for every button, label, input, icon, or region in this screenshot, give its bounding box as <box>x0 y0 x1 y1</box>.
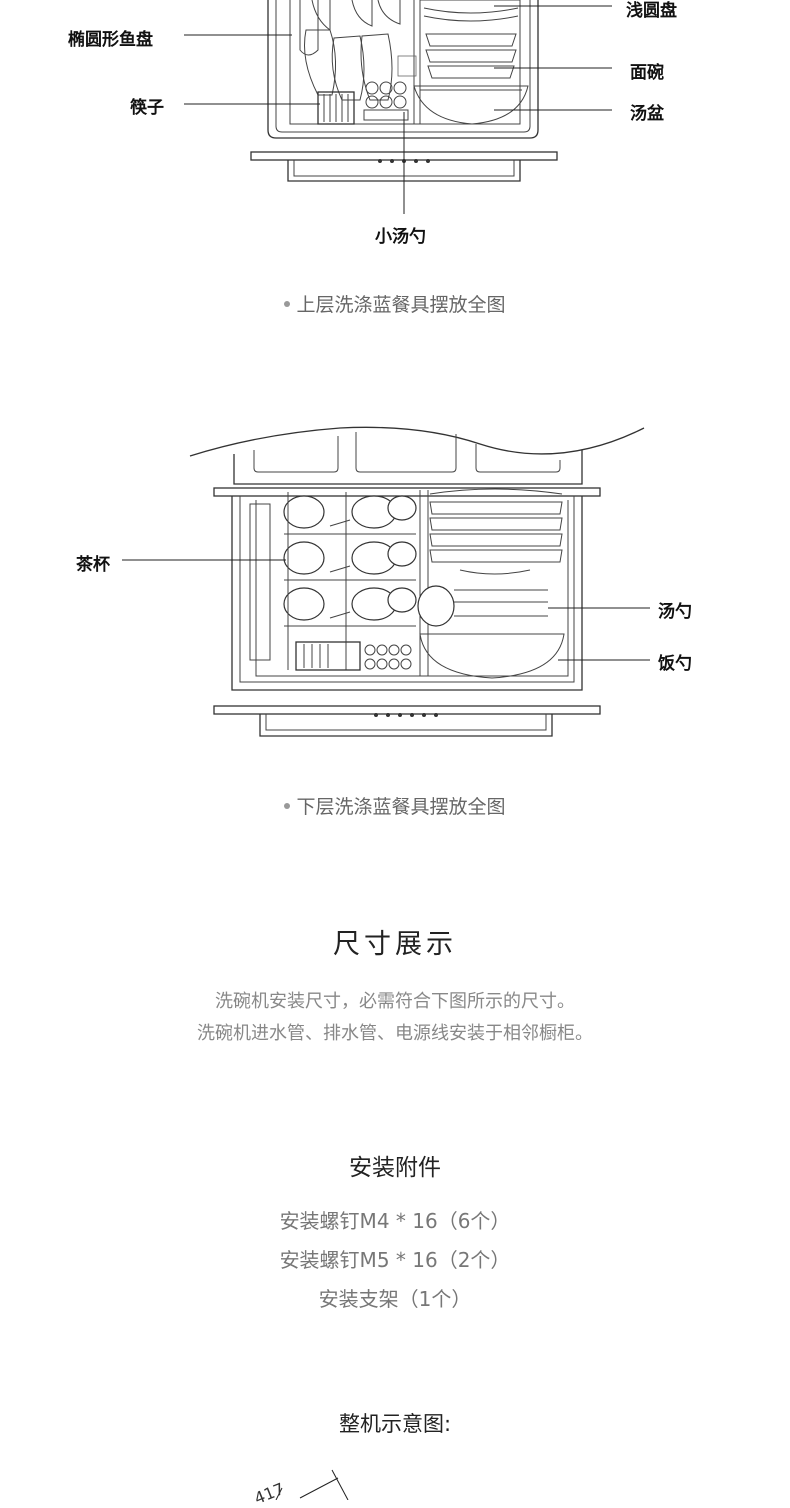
label-small-soup-spoon: 小汤勺 <box>375 227 426 247</box>
label-rice-spoon: 饭勺 <box>658 654 692 674</box>
accessories-list: 安装螺钉M4 * 16（6个） 安装螺钉M5 * 16（2个） 安装支架（1个） <box>0 1202 790 1319</box>
label-oval-fish-plate: 椭圆形鱼盘 <box>68 30 153 50</box>
label-shallow-round-plate: 浅圆盘 <box>626 1 677 21</box>
dimensions-title: 尺寸展示 <box>333 929 457 960</box>
dimensions-line-2: 洗碗机进水管、排水管、电源线安装于相邻橱柜。 <box>197 1023 593 1044</box>
label-noodle-bowl: 面碗 <box>630 63 664 83</box>
lower-rack-caption: 下层洗涤蓝餐具摆放全图 <box>0 792 790 819</box>
lower-rack-diagram <box>122 426 650 737</box>
label-tea-cup: 茶杯 <box>76 555 110 575</box>
accessory-item: 安装螺钉M5 * 16（2个） <box>279 1248 511 1272</box>
bullet-dot-icon <box>284 802 291 809</box>
overview-diagram-partial <box>275 1469 349 1500</box>
accessory-item: 安装螺钉M4 * 16（6个） <box>279 1209 511 1233</box>
accessory-item: 安装支架（1个） <box>318 1287 472 1311</box>
upper-rack-diagram <box>184 0 612 214</box>
label-chopsticks: 筷子 <box>130 98 164 118</box>
dimensions-description: 洗碗机安装尺寸，必需符合下图所示的尺寸。 洗碗机进水管、排水管、电源线安装于相邻… <box>0 986 790 1050</box>
bullet-dot-icon <box>284 300 291 307</box>
label-soup-basin: 汤盆 <box>630 104 664 124</box>
dimensions-line-1: 洗碗机安装尺寸，必需符合下图所示的尺寸。 <box>215 991 575 1012</box>
label-soup-ladle: 汤勺 <box>658 602 692 622</box>
upper-rack-caption: 上层洗涤蓝餐具摆放全图 <box>0 290 790 317</box>
accessories-title: 安装附件 <box>349 1155 441 1181</box>
overview-title: 整机示意图: <box>338 1412 452 1436</box>
